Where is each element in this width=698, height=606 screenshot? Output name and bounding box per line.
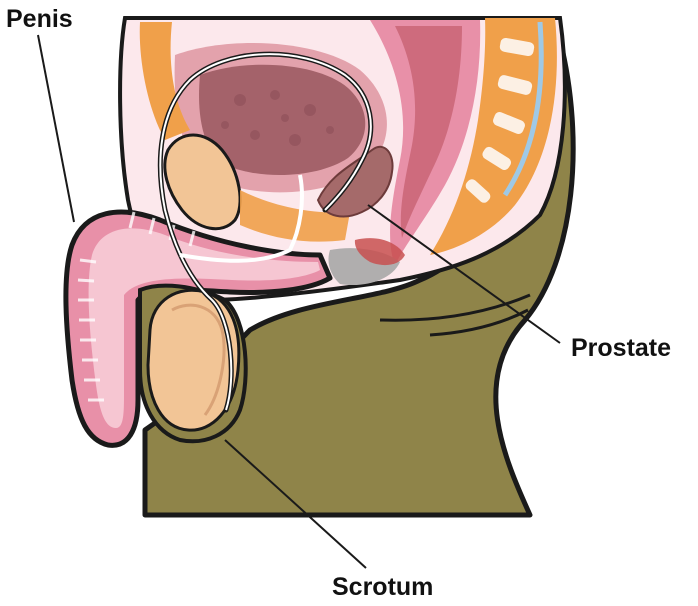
scrotum-leader-line <box>224 439 367 569</box>
vas-deferens-inner <box>159 53 372 411</box>
fat-tissue-upper <box>139 22 190 140</box>
vertebra-segments <box>465 37 535 203</box>
pubic-bone <box>163 133 242 231</box>
skin-fold-1 <box>379 293 531 322</box>
rectum-inner <box>395 26 462 238</box>
epididymis <box>171 303 226 416</box>
penis-leader-line <box>37 34 75 223</box>
bladder-texture <box>221 90 334 146</box>
perineal-muscle <box>354 238 405 266</box>
penis-urethra <box>88 228 320 428</box>
spinal-canal <box>502 21 544 197</box>
penis-tissue-stripes <box>77 211 196 402</box>
label-scrotum: Scrotum <box>332 573 433 601</box>
sacrum <box>430 18 557 255</box>
label-penis: Penis <box>6 5 73 33</box>
urethra <box>179 174 304 263</box>
fat-tissue-mid <box>240 190 350 242</box>
label-prostate: Prostate <box>571 334 671 362</box>
prostate-leader-line <box>367 204 561 344</box>
